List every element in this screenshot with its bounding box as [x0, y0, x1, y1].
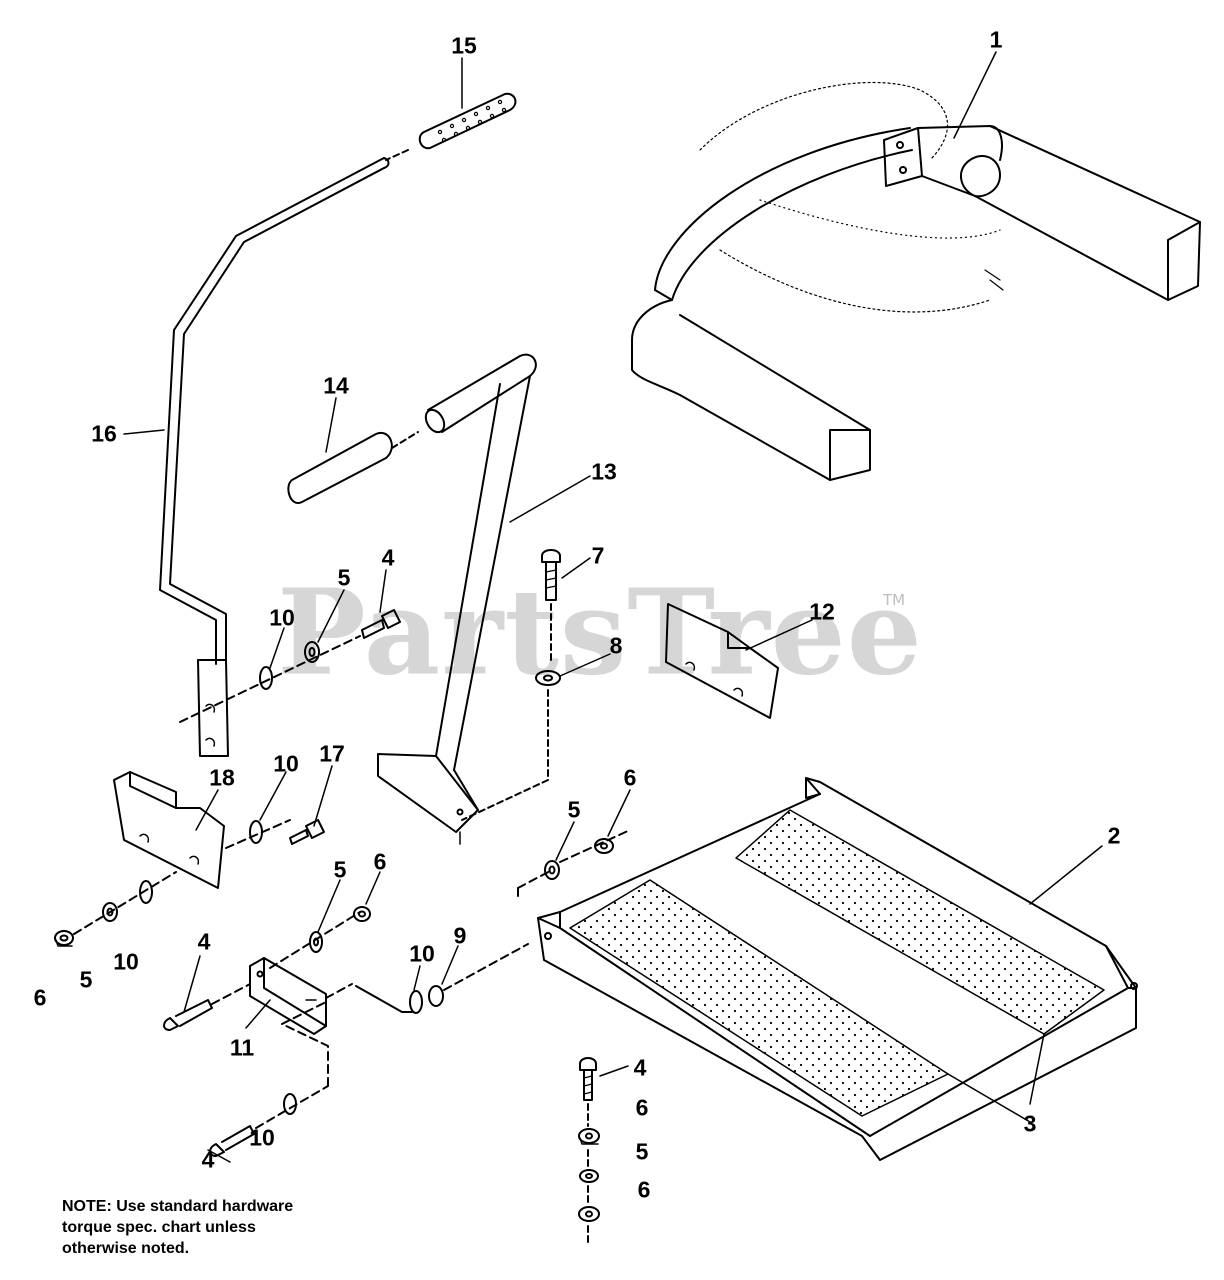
- callout-1[interactable]: 1: [989, 26, 1003, 53]
- callout-7[interactable]: 7: [591, 542, 605, 569]
- callout-15[interactable]: 15: [451, 32, 477, 59]
- callout-5[interactable]: 5: [333, 856, 347, 883]
- callout-11[interactable]: 11: [229, 1034, 255, 1061]
- part-16-lever-rod: [159, 157, 390, 757]
- part-11-plate: [163, 906, 371, 1157]
- partstree-watermark: PartsTree: [277, 562, 923, 702]
- trademark-mark: TM: [882, 591, 906, 609]
- callout-5[interactable]: 5: [567, 796, 581, 823]
- part-1-seat-support: [631, 81, 1201, 481]
- callout-5[interactable]: 5: [79, 966, 93, 993]
- callout-16[interactable]: 16: [91, 420, 117, 447]
- callout-2[interactable]: 2: [1107, 822, 1121, 849]
- upper-lever-hardware: [179, 609, 401, 723]
- bottom-hardware-stack: [578, 1057, 600, 1245]
- callout-5[interactable]: 5: [635, 1138, 649, 1165]
- callout-3[interactable]: 3: [1023, 1110, 1037, 1137]
- note-line-1: NOTE: Use standard hardware: [62, 1198, 294, 1215]
- part-18-pivot-bracket: [54, 771, 325, 947]
- part-13-pedal-arm: [377, 353, 537, 845]
- callout-4[interactable]: 4: [381, 544, 395, 571]
- callout-10[interactable]: 10: [409, 940, 435, 967]
- callout-10[interactable]: 10: [269, 604, 295, 631]
- callout-6[interactable]: 6: [623, 764, 637, 791]
- callout-8[interactable]: 8: [609, 632, 623, 659]
- callout-leaders: [123, 51, 1103, 1163]
- callout-4[interactable]: 4: [197, 928, 211, 955]
- callout-13[interactable]: 13: [591, 458, 617, 485]
- part-14-sleeve: [287, 431, 419, 504]
- callout-10[interactable]: 10: [249, 1124, 275, 1151]
- callout-6[interactable]: 6: [33, 984, 47, 1011]
- callout-18[interactable]: 18: [209, 764, 235, 791]
- callout-5[interactable]: 5: [337, 564, 351, 591]
- part-7-bolt: [541, 549, 561, 661]
- callout-10[interactable]: 10: [273, 750, 299, 777]
- callout-12[interactable]: 12: [809, 598, 835, 625]
- callout-6[interactable]: 6: [637, 1176, 651, 1203]
- callout-6[interactable]: 6: [373, 848, 387, 875]
- part-12-bracket: [665, 603, 779, 719]
- callout-6[interactable]: 6: [635, 1094, 649, 1121]
- part-15-grip: [385, 92, 517, 161]
- note-line-3: otherwise noted.: [62, 1240, 190, 1257]
- part-2-footrest-platform: [517, 777, 1138, 1161]
- hardware-note: NOTE: Use standard hardware torque spec.…: [62, 1196, 293, 1259]
- callout-14[interactable]: 14: [323, 372, 349, 399]
- part-3-tread-pads: [569, 809, 1105, 1123]
- note-line-2: torque spec. chart unless: [62, 1219, 256, 1236]
- callout-17[interactable]: 17: [319, 740, 345, 767]
- part-8-washer: [461, 670, 561, 821]
- callout-10[interactable]: 10: [113, 948, 139, 975]
- part-9-link: [325, 943, 529, 1014]
- callout-4[interactable]: 4: [201, 1146, 215, 1173]
- callout-9[interactable]: 9: [453, 922, 467, 949]
- callout-4[interactable]: 4: [633, 1054, 647, 1081]
